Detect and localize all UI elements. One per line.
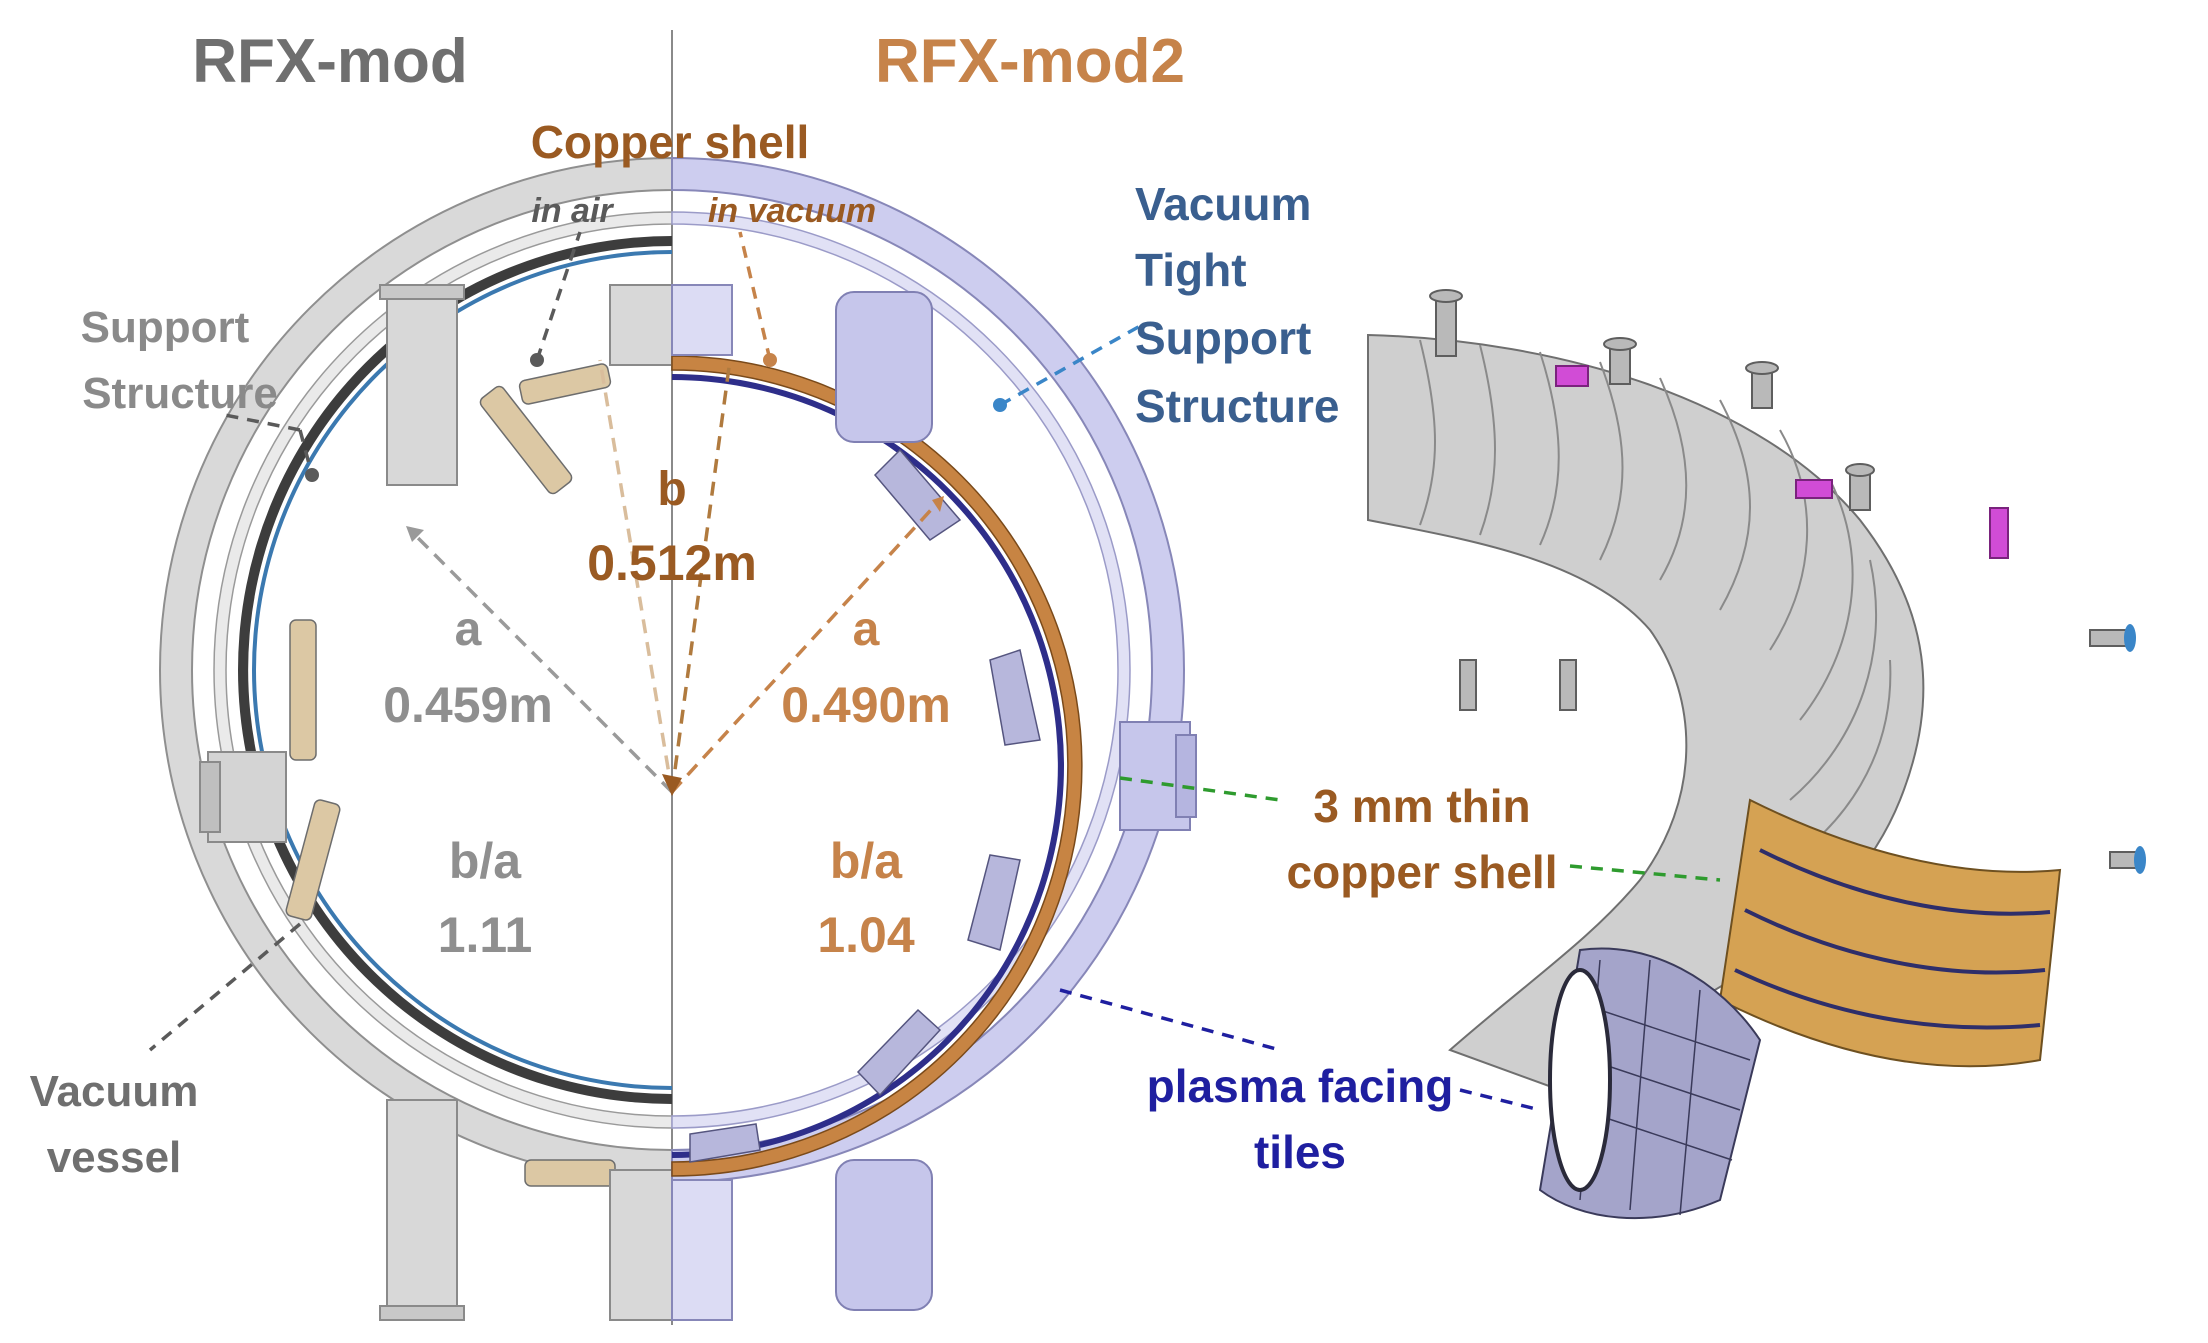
- header-rfx-mod: RFX-mod: [192, 27, 468, 96]
- copper-shell-in-vacuum: in vacuum: [708, 192, 876, 230]
- left-ratio-value: 1.11: [438, 907, 533, 963]
- b-symbol: b: [657, 463, 686, 516]
- b-value: 0.512m: [587, 535, 757, 591]
- arrow-heads: [406, 496, 944, 796]
- left-a-symbol: a: [455, 603, 482, 656]
- right-cross-section: [671, 156, 1197, 1321]
- copper-thin-label-line1: 3 mm thin: [1313, 780, 1530, 832]
- torus-3d-model: [1367, 289, 2146, 1220]
- vacuum-vessel-label-line1: Vacuum: [30, 1067, 199, 1116]
- copper-shell-in-air: in air: [531, 192, 614, 230]
- left-cross-section: [159, 156, 673, 1321]
- vacuum-tight-label-line3: Support: [1135, 312, 1311, 364]
- vacuum-tight-label-line1: Vacuum: [1135, 178, 1311, 230]
- right-ratio-value: 1.04: [817, 907, 915, 963]
- leader-dots: [305, 353, 1007, 482]
- support-structure-label-line2: Structure: [82, 369, 278, 418]
- support-structure-label-line1: Support: [81, 303, 250, 352]
- vacuum-tight-label-line2: Tight: [1135, 244, 1247, 296]
- right-a-symbol: a: [853, 603, 880, 656]
- left-ratio-symbol: b/a: [449, 833, 522, 889]
- vacuum-tight-label-line4: Structure: [1135, 380, 1339, 432]
- copper-thin-label-line2: copper shell: [1287, 846, 1558, 898]
- dimension-arrows: [408, 359, 942, 794]
- vacuum-vessel-label-line2: vessel: [47, 1133, 182, 1182]
- header-rfx-mod2: RFX-mod2: [875, 27, 1185, 96]
- right-a-value: 0.490m: [781, 677, 951, 733]
- left-a-value: 0.459m: [383, 677, 553, 733]
- copper-shell-title: Copper shell: [531, 116, 810, 168]
- tiles-label-line2: tiles: [1254, 1126, 1346, 1178]
- label-leaders: [148, 231, 1721, 1112]
- right-ratio-symbol: b/a: [830, 833, 903, 889]
- tiles-label-line1: plasma facing: [1147, 1060, 1454, 1112]
